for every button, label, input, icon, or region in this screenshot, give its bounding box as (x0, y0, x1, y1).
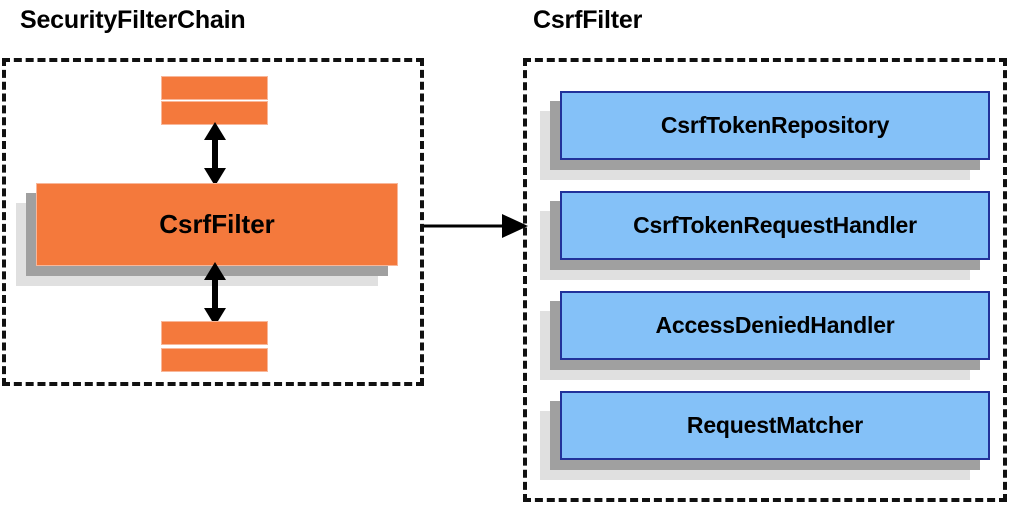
arrow-up-down-bottom (204, 262, 226, 326)
arrow-up-down-top (204, 122, 226, 186)
collaborator-label-1: CsrfTokenRepository (660, 112, 890, 138)
collaborator-label-4: RequestMatcher (686, 412, 864, 438)
page-title-csrf-filter: CsrfFilter (533, 6, 643, 34)
collaborator-label-3: AccessDeniedHandler (655, 312, 895, 338)
csrf-filter-box-label: CsrfFilter (159, 209, 275, 239)
collaborator-box-request-matcher[interactable]: RequestMatcher (560, 391, 990, 460)
csrf-filter-collaborators-panel (523, 58, 1007, 502)
security-filter-chain-panel (2, 58, 424, 386)
collaborator-box-csrf-token-request-handler[interactable]: CsrfTokenRequestHandler (560, 191, 990, 260)
collaborator-box-access-denied-handler[interactable]: AccessDeniedHandler (560, 291, 990, 360)
csrf-filter-box[interactable]: CsrfFilter (36, 183, 398, 266)
filter-bar-bottom-1 (161, 321, 268, 345)
collaborator-box-csrf-token-repository[interactable]: CsrfTokenRepository (560, 91, 990, 160)
connector-arrow-csrf-filter (424, 214, 528, 238)
collaborator-label-2: CsrfTokenRequestHandler (633, 212, 917, 238)
filter-bar-bottom-2 (161, 348, 268, 372)
page-title-security-filter-chain: SecurityFilterChain (20, 6, 246, 34)
filter-bar-top-1 (161, 76, 268, 100)
